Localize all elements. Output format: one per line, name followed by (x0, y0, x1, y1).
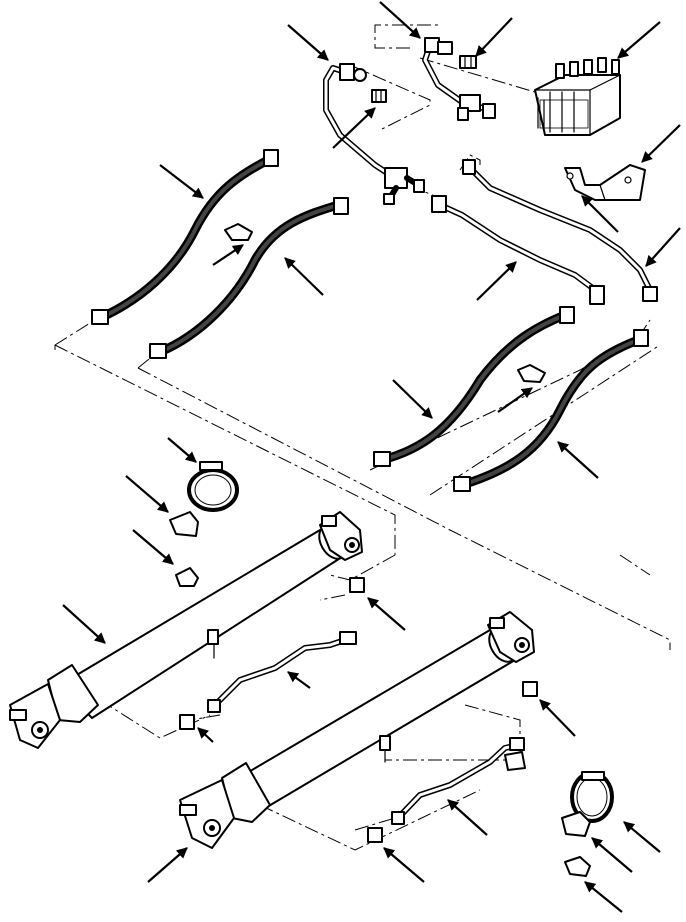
callout-arrow (475, 17, 513, 57)
cylinder-tube-right (391, 737, 526, 825)
callout-arrow (557, 441, 599, 479)
clamp-right-2 (564, 856, 591, 877)
clamp-right-1 (561, 811, 591, 837)
callout-arrow (392, 379, 433, 419)
control-valve (534, 57, 621, 136)
callout-arrow (212, 244, 244, 266)
clip-mid-right (517, 364, 546, 383)
callout-arrow (539, 699, 576, 737)
callout-arrow (641, 124, 681, 163)
callout-arrow (379, 1, 421, 39)
callout-arrow (497, 387, 533, 413)
lift-cylinder-right (179, 611, 535, 849)
clamp-left-1 (169, 511, 199, 537)
callout-arrow (62, 604, 106, 644)
callout-arrow (284, 257, 324, 296)
callout-arrow (383, 847, 425, 883)
clamp-left-2 (175, 567, 199, 587)
clip-upper-left (224, 223, 253, 241)
callout-arrows (62, 1, 681, 913)
callout-arrow (617, 21, 661, 59)
callout-arrow (591, 837, 633, 873)
lift-cylinder-left (9, 511, 363, 749)
fittings-cylinder (179, 577, 538, 843)
hydraulic-hose-1 (91, 149, 279, 325)
callout-arrow (645, 227, 681, 267)
callout-arrow (623, 821, 661, 853)
hydraulic-tube-upper (323, 37, 496, 205)
callout-arrow (197, 727, 214, 743)
callout-arrow (167, 437, 197, 463)
callout-arrow (581, 195, 619, 233)
hose-clamp-right (570, 771, 614, 823)
callout-arrow (147, 847, 188, 883)
mounting-bracket (564, 164, 646, 201)
callout-arrow (159, 164, 204, 199)
callout-arrow (332, 107, 376, 149)
hydraulic-hose-2 (149, 197, 349, 359)
callout-arrow (584, 881, 623, 913)
hydraulic-hose-3 (373, 306, 575, 467)
cylinder-tube-left (207, 631, 357, 713)
callout-arrow (447, 799, 488, 836)
hydraulic-tube-right (431, 159, 658, 305)
callout-arrow (367, 597, 406, 631)
callout-arrow (125, 475, 169, 513)
hydraulic-hose-4 (453, 329, 649, 492)
callout-arrow (287, 24, 329, 61)
callout-arrow (476, 261, 517, 301)
callout-arrow (132, 529, 174, 565)
callout-arrow (287, 671, 311, 689)
hose-clamp-left (187, 461, 239, 512)
